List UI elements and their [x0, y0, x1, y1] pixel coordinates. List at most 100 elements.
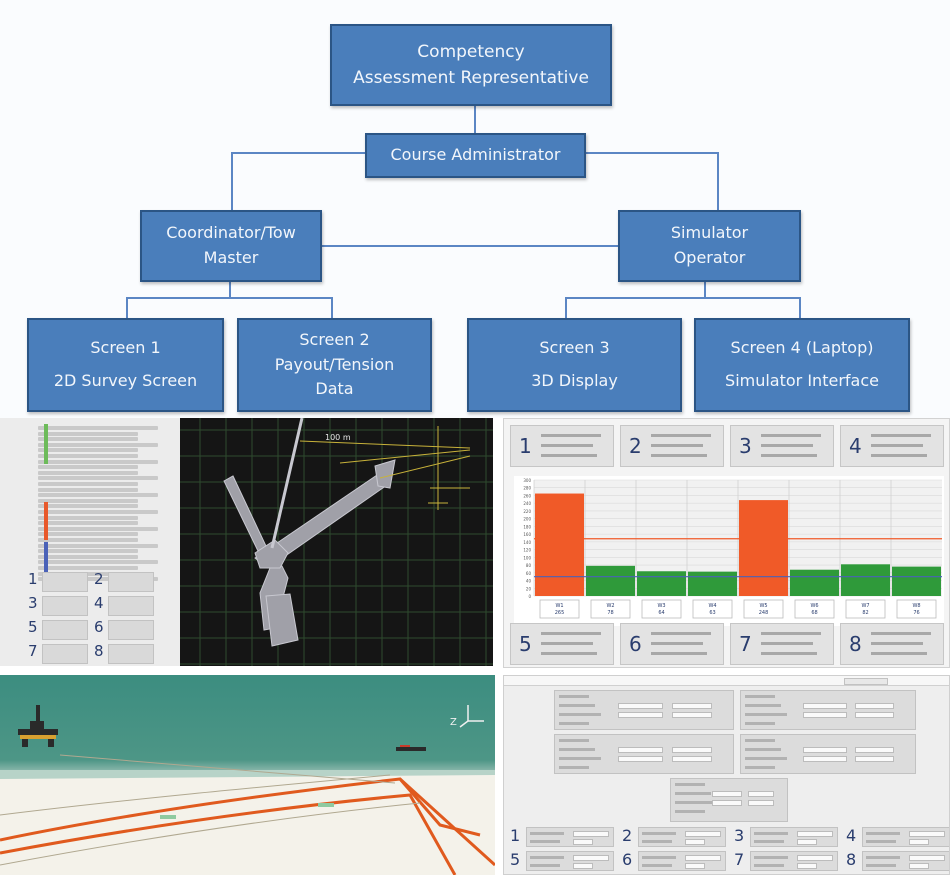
chart-y-tick-label: 100	[523, 555, 531, 560]
survey-list-row	[38, 442, 158, 447]
interface-label-line	[866, 864, 896, 867]
payout-winch-box: 1	[510, 425, 614, 467]
interface-input-field[interactable]	[797, 855, 833, 861]
interface-input-field[interactable]	[573, 863, 593, 869]
interface-input-field[interactable]	[909, 863, 929, 869]
chart-category-label: W3	[657, 603, 665, 609]
simulator-operator-box: Simulator Operator	[618, 210, 801, 282]
interface-winch-box	[638, 827, 726, 847]
interface-input-field[interactable]	[685, 831, 721, 837]
survey-list-row	[38, 526, 158, 531]
interface-input-field[interactable]	[672, 703, 712, 709]
right-manager-line-1: Simulator	[670, 223, 749, 243]
interface-input-field[interactable]	[855, 756, 895, 762]
interface-input-field[interactable]	[672, 712, 712, 718]
survey-list-row	[38, 482, 138, 486]
interface-input-field[interactable]	[802, 747, 847, 753]
chart-y-tick-label: 120	[523, 548, 531, 553]
survey-winch-number: 7	[28, 642, 38, 660]
survey-list-row	[38, 493, 158, 498]
survey-list-row	[38, 543, 158, 548]
interface-input-field[interactable]	[573, 855, 609, 861]
chart-y-tick-label: 80	[526, 563, 532, 568]
survey-list-row	[38, 566, 138, 570]
interface-input-field[interactable]	[685, 855, 721, 861]
survey-list-row	[38, 465, 138, 470]
interface-input-field[interactable]	[618, 756, 663, 762]
chart-y-tick-label: 180	[523, 524, 531, 529]
chart-bar	[739, 500, 788, 596]
survey-list-row	[38, 538, 138, 542]
chart-y-tick-label: 140	[523, 540, 531, 545]
interface-input-field[interactable]	[855, 703, 895, 709]
course-administrator-box: Course Administrator	[365, 133, 586, 178]
interface-label-line	[642, 840, 672, 843]
interface-input-field[interactable]	[618, 747, 663, 753]
interface-input-field[interactable]	[797, 863, 817, 869]
chart-bar	[586, 565, 635, 596]
interface-label-line	[559, 722, 589, 725]
interface-input-field[interactable]	[802, 712, 847, 718]
interface-input-field[interactable]	[909, 831, 945, 837]
interface-input-field[interactable]	[797, 839, 817, 845]
interface-input-field[interactable]	[573, 839, 593, 845]
interface-input-field[interactable]	[747, 800, 774, 806]
axis-z-label: Z	[450, 717, 457, 728]
interface-label-line	[745, 695, 775, 698]
payout-winch-number: 2	[629, 434, 642, 458]
interface-input-field[interactable]	[618, 712, 663, 718]
payout-readout-line	[871, 454, 927, 457]
interface-input-field[interactable]	[712, 800, 742, 806]
chart-category-label: W5	[759, 603, 767, 609]
interface-input-field[interactable]	[618, 703, 663, 709]
payout-readout-line	[651, 632, 711, 635]
interface-label-line	[530, 840, 560, 843]
chart-value-label: 265	[555, 610, 565, 616]
chart-category-label: W8	[912, 603, 920, 609]
chart-category-label: W1	[555, 603, 563, 609]
survey-winch-number: 5	[28, 618, 38, 636]
interface-input-field[interactable]	[855, 747, 895, 753]
chart-category-label: W7	[861, 603, 869, 609]
interface-input-field[interactable]	[797, 831, 833, 837]
interface-input-field[interactable]	[909, 839, 929, 845]
chart-value-label: 68	[811, 610, 817, 616]
interface-input-field[interactable]	[802, 703, 847, 709]
interface-input-field[interactable]	[747, 791, 774, 797]
payout-winch-box: 2	[620, 425, 724, 467]
interface-label-line	[559, 748, 595, 751]
survey-list-row	[38, 448, 138, 453]
interface-input-field[interactable]	[685, 863, 705, 869]
interface-input-field[interactable]	[685, 839, 705, 845]
interface-label-line	[559, 766, 589, 769]
interface-input-field[interactable]	[909, 855, 945, 861]
payout-winch-number: 4	[849, 434, 862, 458]
interface-input-field[interactable]	[712, 791, 742, 797]
interface-input-field[interactable]	[573, 831, 609, 837]
survey-anchor-line	[270, 418, 304, 549]
screen-1-box: Screen 1 2D Survey Screen	[27, 318, 224, 412]
interface-control-block	[740, 734, 916, 774]
survey-list-row	[38, 470, 138, 475]
interface-tab[interactable]	[844, 678, 888, 685]
interface-winch-box	[862, 827, 949, 847]
survey-list-row	[38, 431, 138, 436]
interface-input-field[interactable]	[855, 712, 895, 718]
survey-winch-box	[108, 644, 154, 664]
interface-input-field[interactable]	[672, 747, 712, 753]
payout-readout-line	[651, 454, 707, 457]
support-vessel	[396, 745, 426, 751]
payout-readout-line	[651, 652, 707, 655]
interface-control-block	[554, 690, 734, 730]
interface-winch-number: 3	[734, 826, 745, 845]
interface-control-block	[554, 734, 734, 774]
interface-input-field[interactable]	[672, 756, 712, 762]
interface-input-field[interactable]	[802, 756, 847, 762]
chart-y-tick-label: 20	[526, 586, 532, 591]
survey-list-row	[38, 487, 138, 492]
payout-readout-line	[761, 434, 821, 437]
screen-4-box: Screen 4 (Laptop) Simulator Interface	[694, 318, 910, 412]
payout-readout-line	[871, 652, 927, 655]
payout-readout-line	[871, 444, 923, 447]
